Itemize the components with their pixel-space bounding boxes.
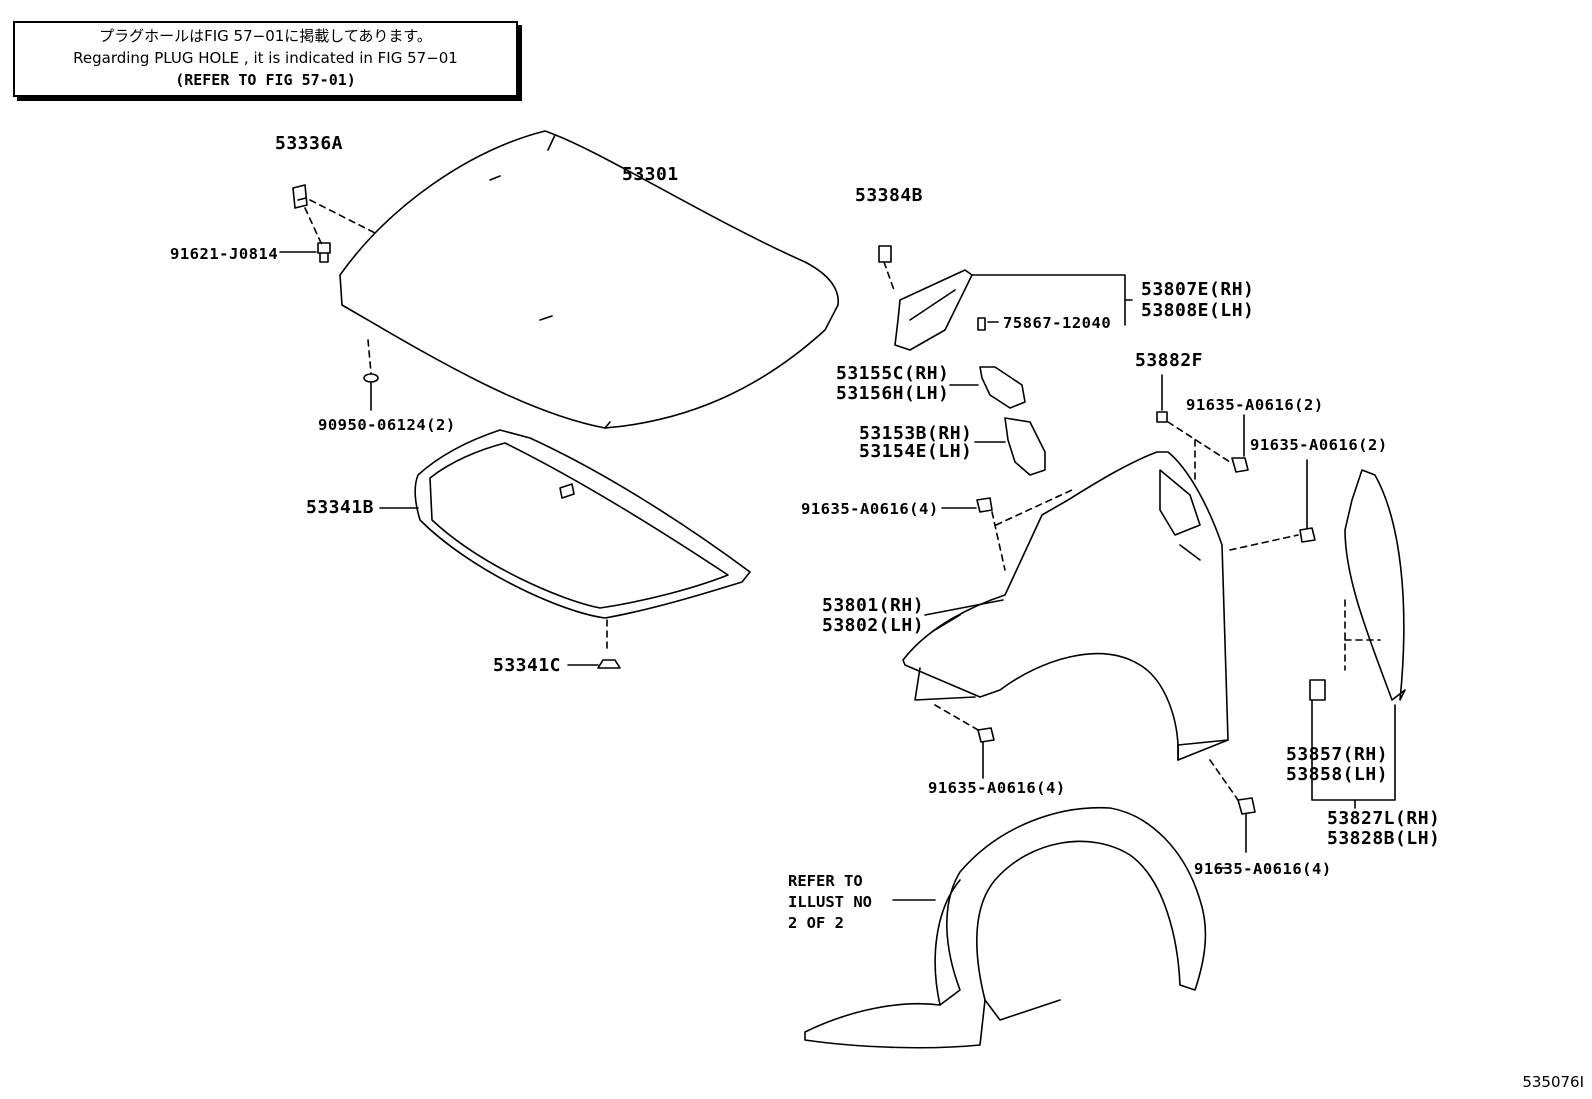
part-label-90950-06124: 90950-06124(2): [318, 416, 456, 434]
fender-liner: [804, 806, 1207, 1049]
part-label-53802: 53802(LH): [822, 615, 925, 636]
part-label-53808E: 53808E(LH): [1141, 300, 1255, 321]
part-label-91635-A0616-c: 91635-A0616(4): [801, 500, 939, 518]
refer-illust-note: REFER TO ILLUST NO 2 OF 2: [788, 872, 872, 932]
part-label-53153B: 53153B(RH): [859, 423, 973, 444]
fender-seal-lower: [974, 417, 1046, 476]
part-label-91621-J0814: 91621-J0814: [170, 245, 279, 263]
clip-icon: [567, 659, 621, 669]
part-label-91635-A0616-b: 91635-A0616(2): [1250, 436, 1388, 454]
part-label-53801: 53801(RH): [822, 595, 925, 616]
note-line-refer: (REFER TO FIG 57-01): [175, 71, 356, 89]
plug-hole-note: プラグホールはFIG 57−01に掲載してあります。 Regarding PLU…: [13, 21, 518, 97]
fender-seal-upper: [949, 366, 1026, 409]
front-fender: [902, 451, 1229, 761]
part-label-53807E: 53807E(RH): [1141, 279, 1255, 300]
part-label-91635-A0616-d: 91635-A0616(4): [928, 779, 1066, 797]
part-label-53341B: 53341B: [306, 497, 375, 518]
clip-icon: [1156, 374, 1231, 481]
cowl-bracket: [878, 245, 1133, 351]
bolt-icon: [934, 704, 995, 779]
bolt-icon: [1229, 459, 1316, 551]
part-label-53882F: 53882F: [1135, 350, 1204, 371]
plug-icon: [363, 339, 379, 411]
hood-silencer-pad: [379, 429, 751, 653]
bolt-icon: [1209, 759, 1256, 853]
part-label-91635-A0616-a: 91635-A0616(2): [1186, 396, 1324, 414]
part-label-53336A: 53336A: [275, 133, 344, 154]
note-line-english: Regarding PLUG HOLE , it is indicated in…: [73, 49, 458, 67]
part-label-53384B: 53384B: [855, 185, 924, 206]
part-label-53827L: 53827L(RH): [1327, 808, 1441, 829]
diagram-code: 535076I: [1522, 1073, 1584, 1091]
part-label-53154E: 53154E(LH): [859, 441, 973, 462]
note-line-japanese: プラグホールはFIG 57−01に掲載してあります。: [99, 27, 432, 45]
hood-bracket: [292, 184, 376, 246]
part-label-53857: 53857(RH): [1286, 744, 1389, 765]
bolt-icon: [279, 242, 331, 263]
part-label-91635-A0616-e: 91635-A0616(4): [1194, 860, 1332, 878]
hood-panel: [339, 130, 839, 429]
bolt-icon: [1231, 414, 1249, 473]
part-label-53341C: 53341C: [493, 655, 562, 676]
leader-line: [924, 599, 1004, 616]
bolt-icon: [941, 489, 1073, 571]
part-label-75867-12040: 75867-12040: [1003, 314, 1112, 332]
part-label-53155C: 53155C(RH): [836, 363, 950, 384]
fender-side-panel: [1309, 469, 1406, 809]
part-label-53828B: 53828B(LH): [1327, 828, 1441, 849]
part-label-53858: 53858(LH): [1286, 764, 1389, 785]
part-label-53156H: 53156H(LH): [836, 383, 950, 404]
part-label-53301: 53301: [622, 164, 679, 185]
